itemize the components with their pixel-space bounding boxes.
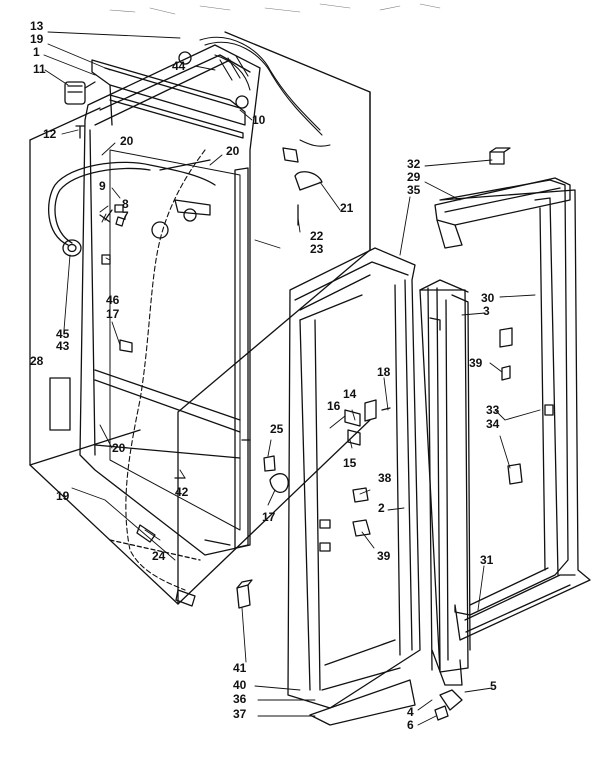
callout-13: 13 xyxy=(30,19,44,33)
callout-18: 18 xyxy=(377,365,391,379)
clip-41 xyxy=(237,580,252,608)
wiring-harness xyxy=(126,37,330,590)
callout-28: 28 xyxy=(30,354,44,368)
callout-7: 7 xyxy=(122,209,129,223)
callout-17: 17 xyxy=(262,510,276,524)
mullion-channel xyxy=(420,280,470,720)
callout-24: 24 xyxy=(152,549,166,563)
small-hardware-left xyxy=(65,52,322,606)
side-wire-loop xyxy=(49,162,215,256)
callout-11: 11 xyxy=(33,62,46,76)
callout-23: 23 xyxy=(310,242,324,256)
callout-37: 37 xyxy=(233,707,247,721)
callout-17: 17 xyxy=(106,307,120,321)
callout-29: 29 xyxy=(407,170,421,184)
callout-45: 45 xyxy=(56,327,70,341)
callout-30: 30 xyxy=(481,291,495,305)
callout-20: 20 xyxy=(112,441,126,455)
callout-36: 36 xyxy=(233,692,247,706)
callout-16: 16 xyxy=(327,399,341,413)
breaker-frame-center xyxy=(288,248,420,725)
leader-lines xyxy=(44,32,540,725)
callout-12: 12 xyxy=(43,127,57,141)
callout-19: 19 xyxy=(56,489,70,503)
callout-44: 44 xyxy=(172,59,186,73)
callout-10: 10 xyxy=(252,113,266,127)
callout-39: 39 xyxy=(377,549,391,563)
cabinet-outline xyxy=(30,32,370,604)
callout-25: 25 xyxy=(270,422,284,436)
callout-19: 19 xyxy=(30,32,44,46)
callout-41: 41 xyxy=(233,661,247,675)
callout-20: 20 xyxy=(120,134,134,148)
callout-34: 34 xyxy=(486,417,500,431)
callout-8: 8 xyxy=(122,197,129,211)
callout-20: 20 xyxy=(226,144,240,158)
callout-9: 9 xyxy=(99,179,106,193)
callout-1: 1 xyxy=(33,45,40,59)
callout-33: 33 xyxy=(486,403,500,417)
callout-3: 3 xyxy=(483,304,490,318)
callout-15: 15 xyxy=(343,456,357,470)
side-panel-28 xyxy=(50,378,70,430)
scan-smudge xyxy=(110,4,440,14)
callout-6: 6 xyxy=(407,718,414,732)
callout-43: 43 xyxy=(56,339,70,353)
callout-32: 32 xyxy=(407,157,421,171)
callout-46: 46 xyxy=(106,293,120,307)
callout-39: 39 xyxy=(469,356,483,370)
callout-42: 42 xyxy=(175,485,189,499)
callout-31: 31 xyxy=(480,553,494,567)
callout-5: 5 xyxy=(490,679,497,693)
callout-40: 40 xyxy=(233,678,247,692)
callout-2: 2 xyxy=(378,501,385,515)
callout-35: 35 xyxy=(407,183,421,197)
callout-22: 22 xyxy=(310,229,324,243)
callout-14: 14 xyxy=(343,387,357,401)
callout-38: 38 xyxy=(378,471,392,485)
breaker-frame-left xyxy=(80,45,260,560)
callout-4: 4 xyxy=(407,705,414,719)
top-header-strip xyxy=(92,60,245,138)
breaker-frame-right xyxy=(440,180,590,640)
top-right-header xyxy=(435,148,570,248)
callout-21: 21 xyxy=(340,201,354,215)
